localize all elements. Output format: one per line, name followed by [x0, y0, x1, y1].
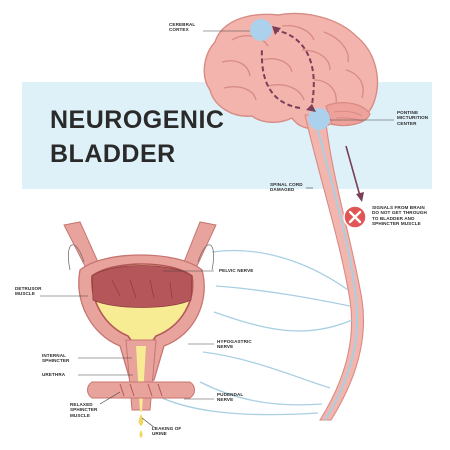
brain-signal-path	[273, 29, 315, 105]
descending-signal-arrow	[345, 145, 361, 197]
descending-signal-arrowhead	[356, 192, 364, 202]
label-signals-blocked: SIGNALS FROM BRAIN DO NOT GET THROUGH TO…	[372, 205, 427, 227]
label-hypogastric-nerve: HYPOGASTRIC NERVE	[217, 339, 252, 350]
pontine-micturition-center	[308, 108, 330, 130]
label-pudendal-nerve: PUDENDAL NERVE	[217, 392, 244, 403]
label-cerebral-cortex: CEREBRAL CORTEX	[169, 22, 196, 33]
urethra	[87, 339, 195, 438]
brain-signal-arrowhead	[272, 26, 281, 35]
label-internal-sphincter: INTERNAL SPHINCTER	[42, 353, 70, 364]
hypogastric-nerve-path	[213, 311, 353, 332]
label-relaxed-sphincter-muscle: RELAXED SPHINCTER MUSCLE	[70, 402, 98, 418]
label-urethra: URETHRA	[42, 372, 66, 377]
pelvic-nerve-path-2	[215, 285, 351, 307]
page-title: NEUROGENIC BLADDER	[50, 106, 225, 168]
brain-signal-arrowhead-2	[306, 104, 316, 112]
external-sphincter-muscle	[87, 381, 195, 399]
brain-signal-path-return	[260, 47, 301, 109]
hypogastric-nerve-path-2	[202, 351, 331, 389]
spinal-cord-channel	[314, 117, 359, 421]
nerves	[149, 249, 353, 416]
label-detrusor-muscle: DETRUSOR MUSCLE	[15, 286, 42, 297]
urine-drip	[138, 414, 144, 426]
leader-lines	[40, 30, 394, 429]
label-spinal-cord-damaged: SPINAL CORD DAMAGED	[270, 182, 303, 193]
label-leaking-of-urine: LEAKING OF URINE	[152, 426, 182, 437]
pelvic-nerve-path	[211, 249, 349, 291]
label-pelvic-nerve: PELVIC NERVE	[219, 268, 254, 273]
x-circle-icon	[343, 205, 367, 229]
pudendal-nerve-path	[199, 381, 323, 406]
urine-drip-2	[139, 430, 143, 438]
label-pontine-micturition-center: PONTINE MICTURITION CENTER	[397, 110, 429, 126]
bladder	[63, 221, 217, 381]
cerebral-cortex-center	[250, 19, 272, 41]
pudendal-nerve-path-2	[149, 391, 319, 416]
